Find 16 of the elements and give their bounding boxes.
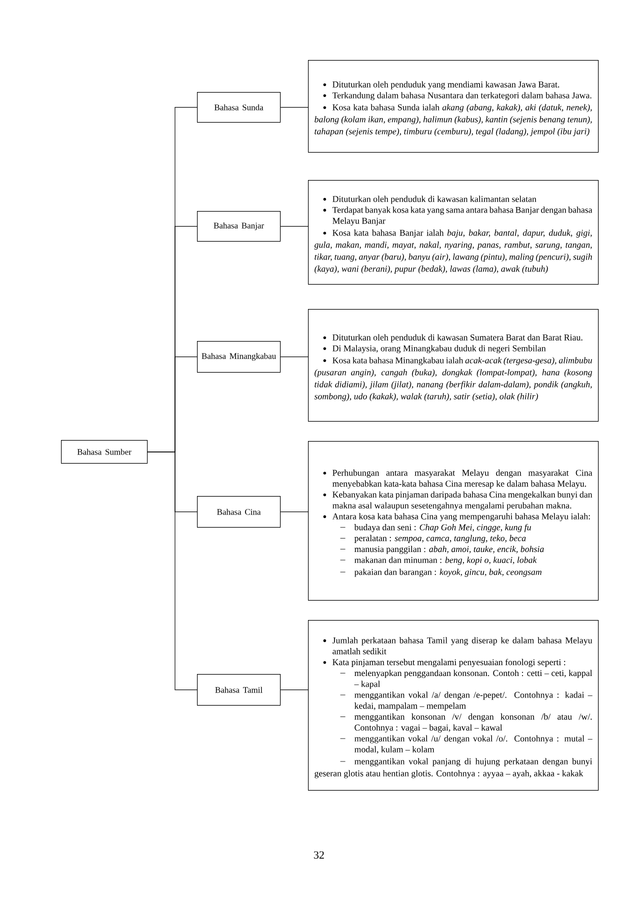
label-box: Bahasa Minangkabau bbox=[197, 341, 281, 373]
connector-line bbox=[280, 356, 308, 358]
text-box: Perhubungan antara masyarakat Melayu dengan masyarakat Cina menyebabkan kata-kata bahasa Cina meresap ke dalam bahasa Melayu. Kebanyakan kata pinjaman daripada bahasa Cina mengekalkan bunyi dan makna asal walaupun sesetengahnya mengalami perubahan makna. Antara kosa kata bahasa Cina yang mempengaruhi bahasa Melayu ialah: budaya dan seni : Chap Goh Mei, cingge, kung fu peralatan : sempoa, camca, tanglung, teko, beca manusia panggilan : abah, amoi, tauke, encik, bohsia makanan dan minuman : beng, kopi o, kuaci, lobak pakaian dan barangan : koyok, gincu, bak, ceongsam bbox=[308, 441, 599, 601]
text-box: Dituturkan oleh penduduk di kawasan kalimantan selatan Terdapat banyak kosa kata yang sama antara bahasa Banjar dengan bahasa Melayu Banjar Kosa kata bahasa Banjar ialah baju, bakar, bantal, dapur, duduk, gigi, gula, makan, mandi, mayat, nakal, nyaring, panas, rambut, sarung, tangan, tikar, tuang, anyar (baru), banyu (air), lawang (pintu), maling (pencuri), sugih (kaya), wani (berani), pupur (bedak), lawas (lama), awak (tubuh) bbox=[308, 180, 599, 285]
connector-line bbox=[147, 452, 198, 690]
label-box: Bahasa Sunda bbox=[197, 92, 281, 123]
label-box: Bahasa Tamil bbox=[197, 674, 281, 706]
text-box: Dituturkan oleh penduduk yang mendiami kawasan Jawa Barat. Terkandung dalam bahasa Nusantara dan terkategori dalam bahasa Jawa. Kosa kata bahasa Sunda ialah akang (abang, kakak), aki (datuk, nenek), balong (kolam ikan, empang), halimun (kabus), kantin (sejenis benang tenun), tahapan (sejenis tempe), timburu (cemburu), tegal (ladang), jempol (ibu jari) bbox=[308, 60, 599, 153]
page-number: 32 bbox=[314, 851, 324, 859]
connector-line bbox=[280, 107, 308, 108]
label-box: Bahasa Cina bbox=[197, 496, 281, 528]
label-box: Bahasa Sumber bbox=[61, 440, 148, 464]
text-box: Dituturkan oleh penduduk di kawasan Sumatera Barat dan Barat Riau. Di Malaysia, orang Minangkabau duduk di negeri Sembilan Kosa kata bahasa Minangkabau ialah acak-acak (tergesa-gesa), alimbubu (pusaran angin), cangah (buka), dongkak (lompat-lompat), hana (kosong tidak didiami), jilam (jilat), nanang (berfikir dalam-dalam), pondik (angkuh, sombong), udo (kakak), walak (taruh), satir (setia), olak (hilir) bbox=[308, 309, 599, 422]
connector-line bbox=[280, 226, 308, 227]
text-box: Jumlah perkataan bahasa Tamil yang diserap ke dalam bahasa Melayu amatlah sedikit Kata pinjaman tersebut mengalami penyesuaian fonologi seperti : melenyapkan penggandaan konsonan. Contoh : cetti – ceti, kappal – kapal menggantikan vokal /a/ dengan /e-pepet/. Contohnya : kadai – kedai, mampalam – mempelam menggantikan konsonan /v/ dengan konsonan /b/ atau /w/. Contohnya : vagai – bagai, kaval – kawal menggantikan vokal /u/ dengan vokal /o/. Contohnya : mutal – modal, kulam – kolam menggantikan vokal panjang di hujung perkataan dengan bunyi geseran glotis atau hentian glotis. Contohnya : ayyaa – ayah, akkaa - kakak bbox=[308, 620, 599, 791]
label-box: Bahasa Banjar bbox=[197, 211, 281, 242]
